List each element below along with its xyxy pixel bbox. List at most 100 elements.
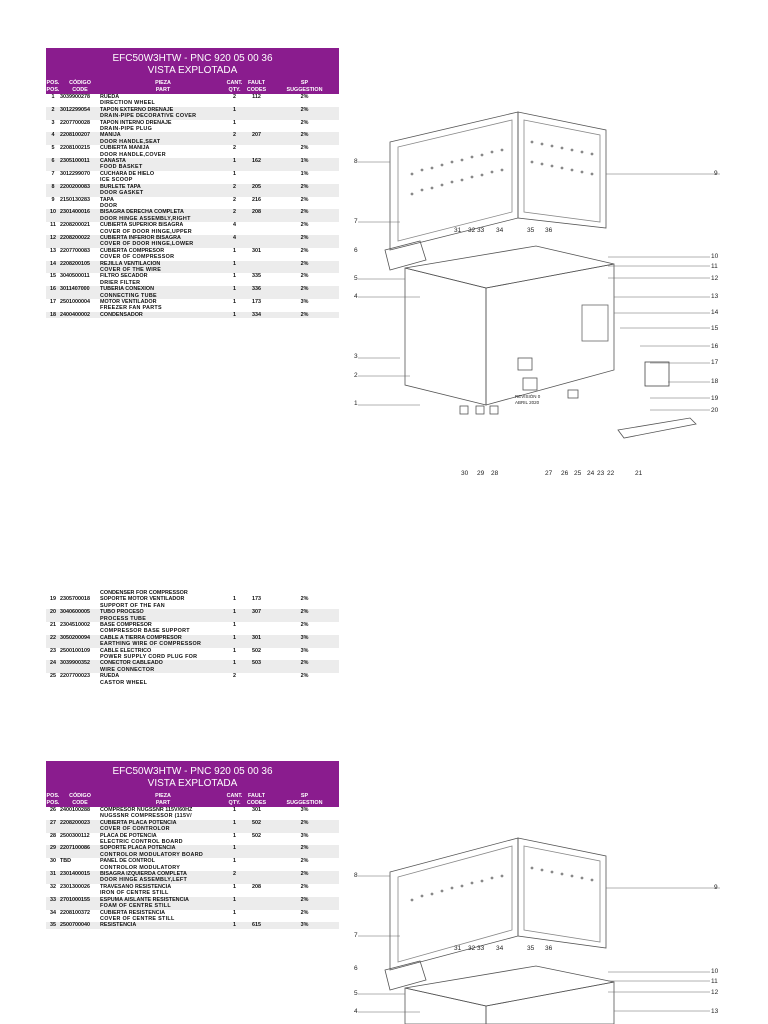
part-name-en: CASTOR WHEEL [100, 679, 148, 686]
callout-33: 33 [477, 945, 485, 952]
part-fault-code: 173 [252, 596, 261, 603]
part-sp-suggestion: 2% [300, 858, 309, 865]
callout-6: 6 [354, 965, 358, 972]
part-fault-code: 205 [252, 183, 261, 190]
part-name-es: BISAGRA DERECHA COMPLETA [100, 209, 184, 216]
part-pos: 32 [50, 883, 56, 890]
part-name-en: WIRE CONNECTOR [100, 666, 155, 673]
callout-26: 26 [561, 470, 569, 477]
part-name-en: PROCESS TUBE [100, 615, 147, 622]
part-code: 2501000004 [60, 299, 90, 305]
part-fault-code [243, 910, 270, 923]
part-code: 2207700028 [60, 119, 90, 126]
callout-7: 7 [354, 932, 358, 939]
callout-4: 4 [354, 1008, 358, 1015]
part-fault-code [243, 171, 270, 184]
fan-grille [644, 361, 670, 387]
part-fault-code [243, 107, 270, 120]
part-code: TBD [60, 858, 72, 865]
header-pos-en: POS. [46, 87, 60, 93]
callouts-b: 4 5 6 7 8 9 10 11 12 13 31 32 33 34 35 3… [354, 872, 719, 1015]
part-name-es: TRAVESAÑO RESISTENCIA [100, 883, 172, 890]
callout-33: 33 [477, 227, 485, 234]
part-code: 2400100288 [60, 807, 90, 813]
part-qty: 2 [233, 145, 236, 152]
continuation-row: CONDENSER FOR COMPRESSOR [46, 590, 339, 596]
part-name-en: SUPPORT OF THE FAN [100, 602, 165, 609]
part-qty: 1 [233, 647, 236, 654]
header-code: CÓDIGO [69, 793, 91, 799]
part-pos: 15 [50, 273, 56, 280]
part-sp-suggestion: 3% [300, 922, 309, 929]
callout-13: 13 [711, 1008, 719, 1015]
part-pos: 8 [51, 183, 55, 190]
part-name-en: CONNECTING TUBE [100, 292, 157, 299]
part-name-es: TUBERIA CONEXION [100, 286, 155, 293]
part-fault-code: 173 [252, 299, 261, 305]
part-fault-code: 301 [252, 247, 261, 254]
part-sp-suggestion: 2% [300, 883, 309, 890]
part-pos: 2 [51, 106, 55, 113]
part-name-es: RUEDA [100, 94, 120, 100]
callout-14: 14 [711, 309, 719, 316]
callout-6: 6 [354, 247, 358, 254]
part-sp-suggestion: 3% [300, 299, 309, 305]
part-description: RESISTENCIA [100, 922, 226, 928]
part-qty: 2 [233, 132, 236, 139]
part-pos: 12 [50, 234, 56, 241]
part-name-es: BISAGRA IZQUIERDA COMPLETA [100, 871, 187, 878]
parts-table-a: EFC50W3HTW - PNC 920 05 00 36 VISTA EXPL… [46, 48, 339, 319]
part-sp-suggestion: 2% [300, 673, 309, 680]
part-qty: 2 [233, 209, 236, 216]
part-code: 3012299070 [60, 170, 90, 177]
part-fault-code: 502 [252, 647, 261, 654]
part-name-en: DIRECTION WHEEL [100, 100, 156, 107]
part-sp-suggestion: 2% [300, 132, 309, 139]
part-pos: 4 [51, 132, 55, 139]
part-fault-code [243, 845, 270, 858]
part-name-en: IRON OF CENTRE STILL [100, 890, 169, 897]
part-name-es: TUBO PROCESO [100, 609, 144, 616]
exploded-view-diagram-2: 4 5 6 7 8 9 10 11 12 13 31 32 33 34 35 3… [350, 830, 730, 1024]
header-sp: SP [300, 80, 309, 86]
title-band-c: EFC50W3HTW - PNC 920 05 00 36 VISTA EXPL… [46, 761, 339, 793]
header-pos-en: POS. [46, 800, 60, 806]
part-sp-suggestion: 2% [300, 660, 309, 667]
part-pos: 20 [50, 609, 56, 616]
part-name-en: COVER OF COMPRESSOR [100, 254, 175, 261]
callout-13: 13 [711, 293, 719, 300]
part-code: 2208200022 [60, 234, 90, 241]
part-fault-code [243, 261, 270, 274]
callout-18: 18 [711, 378, 719, 385]
part-sp-suggestion: 2% [300, 145, 309, 152]
part-pos: 19 [50, 596, 56, 603]
part-pos: 33 [50, 896, 56, 903]
header-sp-en: SUGGESTION [286, 87, 323, 93]
callout-4: 4 [354, 293, 358, 300]
callouts-a: 1 2 3 4 5 6 7 8 9 10 11 12 13 14 15 16 1… [354, 158, 719, 477]
part-fault-code [243, 858, 270, 871]
header-fault: FAULT [248, 793, 265, 799]
part-pos: 27 [50, 819, 56, 826]
part-name-en: DOOR HANDLE,COVER [100, 151, 166, 158]
part-code: 2500100109 [60, 647, 90, 654]
part-name-en: FOAM OF CENTRE STILL [100, 903, 171, 910]
callout-25: 25 [574, 470, 582, 477]
part-fault-code: 301 [252, 634, 261, 641]
header-part-en: PART [155, 800, 171, 806]
part-qty: 1 [233, 106, 236, 113]
callout-32: 32 [468, 227, 476, 234]
basket-shape [384, 240, 427, 271]
